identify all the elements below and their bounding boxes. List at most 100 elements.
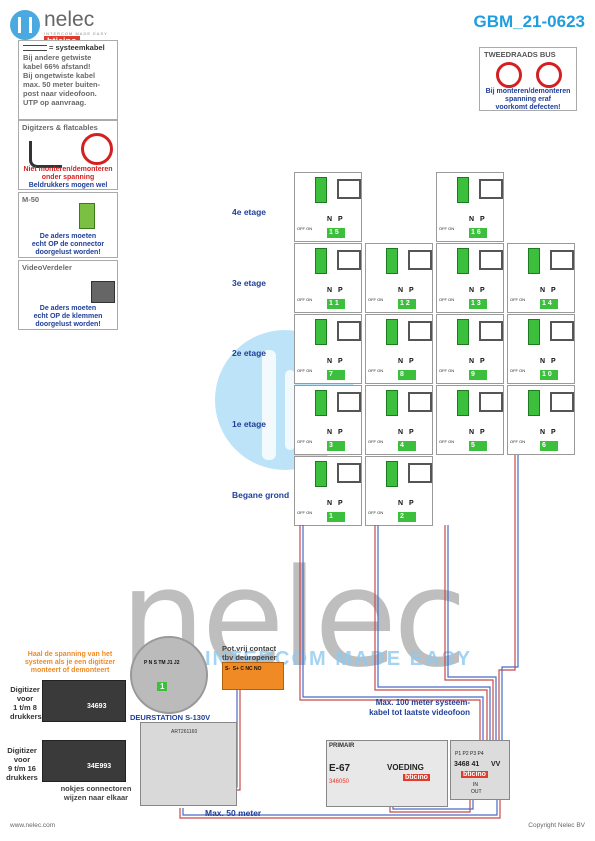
psu-brand-small: PRIMAIR [329,743,355,749]
m50-title: M-50 [22,195,40,204]
distributor-out: OUT [471,789,482,795]
off-on-switch: OFF ON [439,439,455,444]
floor-label-ground: Begane grond [232,490,290,500]
np-header: NP [540,358,562,365]
label-line: voor [13,755,31,764]
note-line: doorgelust worden! [35,249,101,256]
off-on-switch: OFF ON [297,226,313,231]
off-on-switch: OFF ON [510,297,526,302]
np-header: NP [469,429,491,436]
module-part: ART261160 [171,729,198,735]
note-line: Max. 100 meter systeem- [375,698,470,707]
distributor-unit: P1 P2 P3 P4 3468 41 VV bticino IN OUT [450,740,510,800]
note-line: De aders moeten [39,233,97,240]
apartment-number: 8 [398,370,416,380]
logo-name: nelec [44,8,95,31]
off-on-switch: OFF ON [439,368,455,373]
np-header: NP [398,500,420,507]
monitor-icon [408,463,432,483]
digitizer1-part: 34693 [87,703,107,710]
np-header: NP [398,287,420,294]
doc-code: GBM_21-0623 [473,12,585,31]
warning-line: monteert of demonteert [30,667,110,674]
terminal-block [457,248,469,274]
bus-warning-title: TWEEDRAADS BUS [484,50,556,59]
np-header: NP [469,287,491,294]
distributor-vv: VV [491,761,501,768]
label-line: Digitizer [10,685,40,694]
terminal-block [386,319,398,345]
warning-line: Bij monteren/demonteren [485,88,571,95]
label-line: voor [16,694,34,703]
vv-note: De aders moeten echt OP de klemmen doorg… [19,305,117,329]
off-on-switch: OFF ON [297,439,313,444]
bus-warning-text: Bij monteren/demonteren spanning eraf vo… [480,88,576,112]
warning-line: spanning eraf [505,96,551,103]
digitizer2-label: Digitizer voor 9 t/m 16 drukkers [4,746,40,782]
monitor-icon [337,392,361,412]
terminal-block [315,177,327,203]
off-on-switch: OFF ON [439,297,455,302]
vv-module-icon [91,281,115,303]
max100-note: Max. 100 meter systeem- kabel tot laatst… [345,698,470,718]
vv-title: VideoVerdeler [22,263,72,272]
off-on-switch: OFF ON [439,226,455,231]
m50-note: De aders moeten echt OP de connector doo… [19,233,117,257]
label-line: 1 t/m 8 [13,703,37,712]
warning-line: onder spanning [41,174,95,181]
terminal-block [528,390,540,416]
floor-label-3: 3e etage [232,278,267,288]
monitor-icon [408,392,432,412]
note-line: kabel 66% afstand! [23,62,91,71]
terminal-block [528,248,540,274]
warning-line: Niet monteren/demonteren [23,166,113,173]
contact-terminals: S- S+ C NC NO [225,666,262,672]
terminal-block [315,390,327,416]
door-station-unit: ART261160 [140,722,237,806]
np-header: NP [398,429,420,436]
digitizer1-label: Digitizer voor 1 t/m 8 drukkers [10,685,42,721]
videophone-unit: NP OFF ON 1 6 [436,172,504,242]
terminal-block [386,390,398,416]
no-tool-icon [536,62,562,88]
np-header: NP [327,216,349,223]
monitor-icon [479,250,503,270]
note-line: De aders moeten [39,305,97,312]
digitizer2-part: 34E993 [87,763,112,770]
terminal-block [457,177,469,203]
footer-right: Copyright Nelec BV [528,822,585,829]
monitor-icon [479,321,503,341]
monitor-icon [479,392,503,412]
note-line: UTP op aanvraag. [23,98,87,107]
apartment-number: 6 [540,441,558,451]
monitor-icon [337,321,361,341]
connector-value: 1 [157,682,168,691]
terminal-block [315,248,327,274]
note-line: wijzen naar elkaar [63,793,129,802]
apartment-number: 1 6 [469,228,487,238]
label-line: 9 t/m 16 [8,764,36,773]
bus-warning-box: TWEEDRAADS BUS Bij monteren/demonteren s… [479,47,577,111]
m50-connector-icon [79,203,95,229]
no-tool-icon [81,133,113,165]
contact-terminal-block: S- S+ C NC NO [222,662,284,690]
off-on-switch: OFF ON [368,510,384,515]
np-header: NP [469,216,491,223]
np-header: NP [327,358,349,365]
note-line: kabel tot laatste videofoon [369,708,470,717]
watermark-bar-2 [285,370,295,450]
apartment-number: 4 [398,441,416,451]
warning-line: voorkomt defecten! [495,104,561,111]
monitor-icon [408,250,432,270]
monitor-icon [479,179,503,199]
terminal-block [457,319,469,345]
door-station-warning: Haal de spanning van het systeem als je … [5,651,135,675]
monitor-icon [337,463,361,483]
